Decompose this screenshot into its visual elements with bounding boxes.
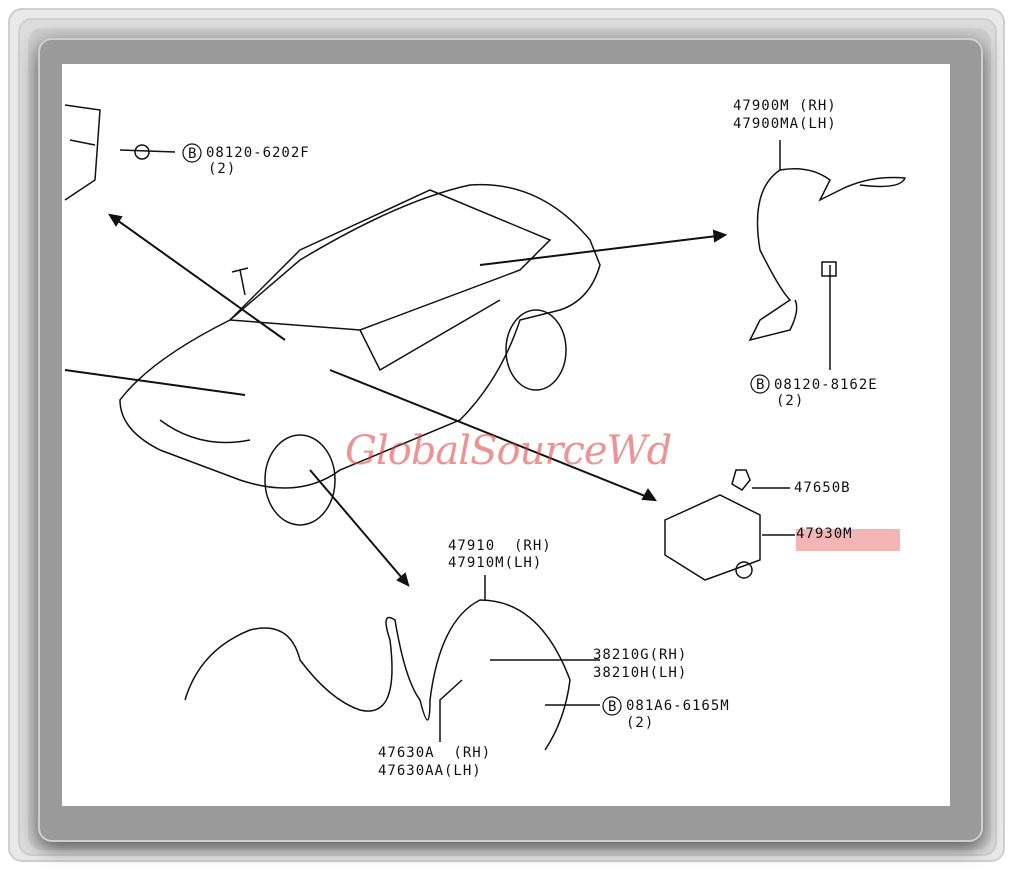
highlight-box: [796, 529, 900, 551]
yaw-sensor-unit: [664, 469, 795, 581]
part-label-47910M: 47910M(LH): [448, 555, 543, 571]
part-label-47900M: 47900M (RH): [733, 98, 837, 114]
bracket-top-left: [64, 104, 176, 201]
watermark: GlobalSourceWd: [345, 428, 672, 474]
part-label-47910: 47910 (RH): [448, 538, 552, 554]
bolt-symbols: [182, 143, 770, 716]
part-label-47930M: 47930M: [796, 526, 853, 542]
bolt-symbol: B: [608, 699, 618, 715]
rear-wheel-sensor: [748, 140, 907, 370]
part-qty: (2): [208, 161, 237, 177]
part-label-47630AA: 47630AA(LH): [378, 763, 482, 779]
part-label-38210G: 38210G(RH): [593, 647, 688, 663]
part-qty: (2): [626, 715, 655, 731]
part-qty: (2): [776, 393, 805, 409]
part-label-081A6-6165M: 081A6-6165M: [626, 698, 730, 714]
part-label-47900MA: 47900MA(LH): [733, 116, 837, 132]
part-label-47650B: 47650B: [794, 480, 851, 496]
bolt-symbol: B: [188, 146, 198, 162]
part-label-38210H: 38210H(LH): [593, 665, 688, 681]
car-outline: [119, 183, 601, 526]
part-label-08120-8162E: 08120-8162E: [774, 377, 878, 393]
part-label-08120-6202F: 08120-6202F: [206, 145, 310, 161]
bolt-symbol: B: [756, 377, 766, 393]
pointer-arrows: [64, 213, 728, 587]
part-label-47630A: 47630A (RH): [378, 745, 492, 761]
front-wheel-sensor: [184, 575, 600, 751]
